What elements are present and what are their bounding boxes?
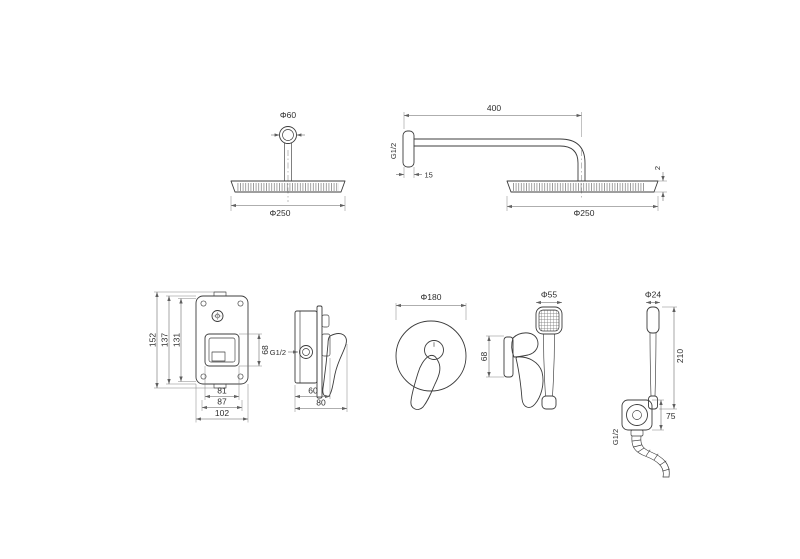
trim-plate-edge	[316, 305, 323, 399]
outlet-circle	[626, 404, 648, 426]
hand-shower-side-view: Φ24 210	[645, 290, 685, 410]
handle-blade	[515, 356, 544, 408]
dim-thread: G1/2	[611, 429, 620, 445]
trim-plate-front-view: Φ180	[395, 292, 467, 410]
dim-arm-length: 400	[487, 103, 501, 113]
dim-width-overall: 102	[215, 408, 229, 418]
label-plate	[211, 351, 226, 362]
box-outline	[195, 295, 249, 385]
dim-height-body: 137	[160, 333, 170, 347]
wand-handle-side	[649, 332, 652, 397]
spray-face-hatch	[513, 183, 645, 191]
dim-plate-dia: Φ180	[421, 292, 442, 302]
lever-handle-view: 68	[479, 332, 544, 408]
screw	[237, 300, 244, 307]
bottom-knockout	[213, 383, 227, 389]
dim-length: 210	[675, 349, 685, 363]
dim-width-window: 81	[217, 386, 227, 396]
wand-end-cap	[541, 395, 557, 410]
dim-thread: G1/2	[389, 143, 398, 159]
top-port-circle	[211, 310, 224, 322]
dim-flange-dia: Φ60	[280, 110, 297, 120]
dim-height-inner: 131	[172, 333, 182, 347]
handle-grip	[511, 332, 539, 358]
spray-face-hatch	[237, 183, 339, 191]
arm-flange-circle	[279, 126, 297, 144]
wall-flange	[402, 130, 415, 168]
screw	[200, 373, 207, 380]
wand-handle	[543, 333, 546, 397]
ceiling-shower-head-view: Φ60 Φ250	[230, 110, 346, 218]
dim-handle-height: 68	[479, 352, 489, 362]
hand-shower-front-view: Φ55	[535, 290, 563, 410]
diverter-knob	[424, 340, 444, 360]
diverter-knob-side	[321, 314, 330, 328]
rough-in-box-front-view: 152 137 131 68 81 87 102	[148, 291, 270, 423]
dim-head-dia: Φ55	[541, 290, 558, 300]
dim-head-dia: Φ250	[270, 208, 291, 218]
wall-outlet-view: G1/2 75	[611, 399, 676, 478]
wand-spray-face	[538, 309, 560, 332]
lever-side	[322, 333, 347, 398]
top-knockout	[213, 291, 227, 297]
shower-arm	[413, 138, 586, 182]
shower-hose	[631, 435, 664, 478]
box-side	[294, 310, 318, 384]
valve-window	[204, 333, 240, 367]
wand-head	[535, 306, 563, 335]
hose-nut	[630, 429, 644, 437]
handle-base-side	[321, 333, 331, 357]
dim-width-body: 87	[217, 397, 227, 407]
dim-plate-thickness: 2	[653, 166, 662, 170]
dim-depth-body: 60	[308, 386, 318, 396]
rough-in-box-side-view: G1/2 60 80	[270, 305, 348, 412]
dim-depth-overall: 80	[316, 398, 326, 408]
dim-window-height: 68	[260, 345, 270, 355]
dim-size: 75	[666, 411, 676, 421]
dim-head-dia: Φ250	[574, 208, 595, 218]
wall-shower-arm-view: 400 G1/2 15 2 Φ250	[389, 103, 667, 218]
dim-height-overall: 152	[148, 333, 158, 347]
shower-head-plate	[230, 180, 346, 193]
lever-handle-front	[410, 354, 441, 410]
dim-flange-depth: 15	[425, 171, 433, 180]
trim-plate-circle	[395, 320, 467, 392]
wand-head-side	[646, 306, 660, 334]
dim-thread: G1/2	[270, 348, 286, 357]
screw	[200, 300, 207, 307]
handle-base	[503, 336, 514, 378]
inlet-port	[299, 345, 313, 359]
dim-handle-dia: Φ24	[645, 290, 662, 300]
wand-end-cap-side	[648, 395, 658, 410]
screw	[237, 373, 244, 380]
